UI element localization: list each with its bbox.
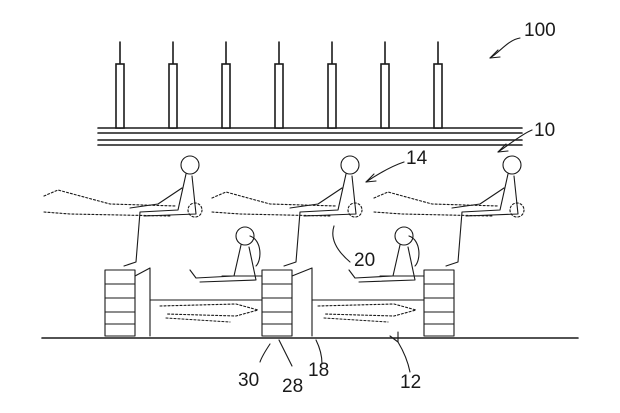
overhead-rails (97, 127, 523, 146)
label-10: 10 (534, 120, 555, 141)
seat-stack-right (423, 269, 455, 337)
label-30: 30 (238, 370, 259, 391)
label-12: 12 (400, 372, 421, 393)
label-20: 20 (354, 250, 375, 271)
upper-passenger-1 (43, 155, 203, 267)
leader-lines (259, 37, 533, 373)
lower-passenger-1 (159, 226, 261, 323)
lower-seat-frames (134, 267, 425, 337)
label-100: 100 (524, 20, 556, 41)
hanging-straps (115, 41, 443, 129)
label-14: 14 (406, 148, 428, 169)
lower-passenger-2 (317, 226, 420, 323)
seat-stack-left (104, 269, 136, 337)
label-18: 18 (308, 360, 329, 381)
upper-passenger-3 (373, 155, 525, 267)
seat-stack-middle (261, 269, 293, 337)
label-28: 28 (282, 376, 303, 397)
upper-passenger-2 (211, 155, 363, 267)
